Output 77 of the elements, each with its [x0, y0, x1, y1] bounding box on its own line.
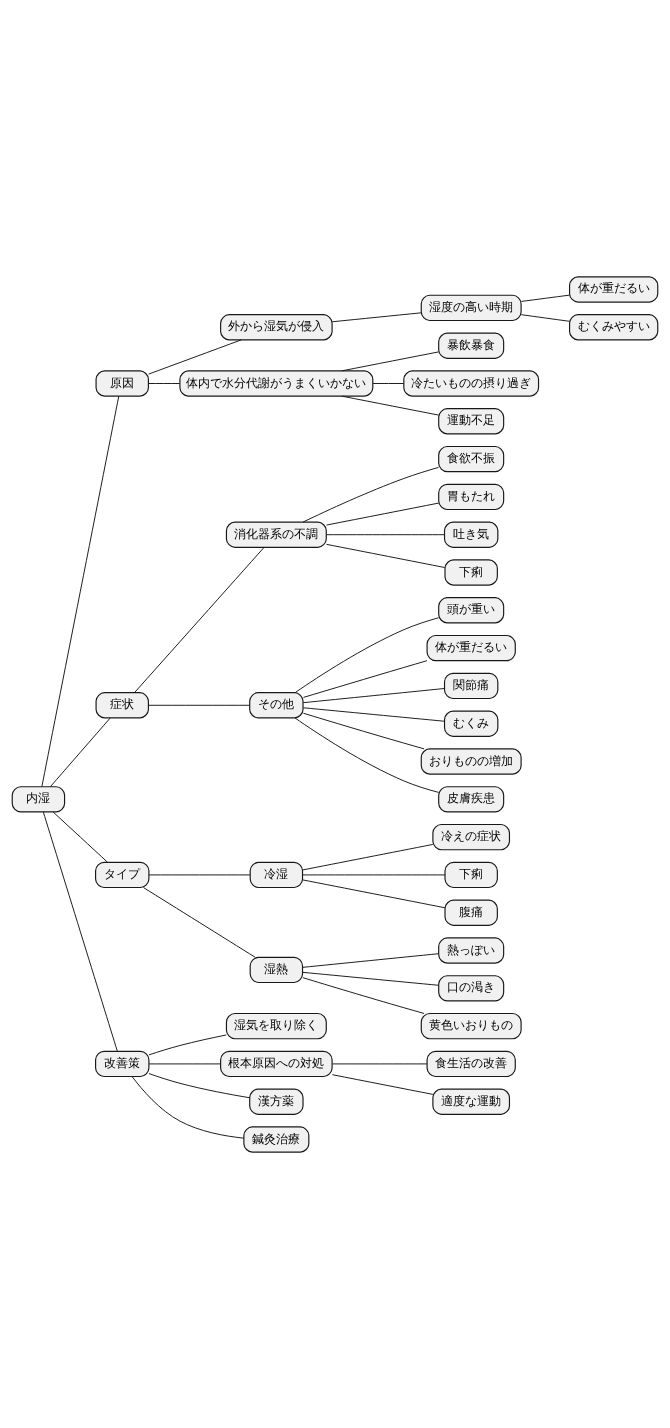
node-box: 漢方薬 — [249, 1088, 304, 1115]
node-box: 冷えの症状 — [432, 823, 511, 850]
node-box: 改善策 — [95, 1050, 150, 1077]
node-box: その他 — [249, 691, 304, 718]
node-box: むくみやすい — [568, 313, 659, 340]
connector — [294, 616, 440, 693]
connector — [302, 843, 434, 870]
node-box: 体内で水分代謝がうまくいかない — [179, 369, 374, 397]
connector — [41, 395, 120, 787]
node-box: 冷湿 — [249, 861, 304, 888]
node-box: 暴飲暴食 — [438, 332, 505, 359]
node-box: 湿気を取り除く — [225, 1012, 327, 1039]
connector — [302, 712, 425, 749]
connector — [148, 1034, 227, 1055]
node-box: おりものの増加 — [420, 747, 522, 775]
node-box: 熱っぽい — [438, 936, 505, 964]
connector — [302, 878, 446, 908]
connector — [302, 976, 425, 1014]
connector — [520, 313, 570, 322]
node-box: 体が重だるい — [426, 634, 516, 661]
node-box: 内湿 — [11, 785, 66, 812]
node-box: 適度な運動 — [432, 1088, 511, 1115]
node-box: 口の渇き — [438, 974, 505, 1001]
connector — [326, 502, 440, 526]
connector — [148, 338, 242, 375]
connector — [302, 687, 445, 703]
connector — [142, 886, 256, 958]
node-box: 皮膚疾患 — [438, 785, 505, 812]
node-box: 湿度の高い時期 — [420, 294, 522, 321]
connector — [302, 706, 445, 722]
connector — [331, 1073, 434, 1095]
connector — [148, 1062, 221, 1064]
connector — [294, 716, 440, 793]
node-box: 体が重だるい — [568, 275, 659, 303]
node-box: 症状 — [95, 691, 149, 718]
connector — [372, 382, 405, 384]
node-box: 食生活の改善 — [426, 1050, 516, 1077]
connector — [341, 350, 439, 371]
connector — [520, 294, 570, 302]
node-box: 腹痛 — [444, 899, 498, 926]
connector — [302, 952, 440, 968]
connector — [326, 533, 445, 535]
connector — [131, 1075, 245, 1139]
connector — [42, 811, 118, 1052]
connector — [331, 311, 422, 322]
node-box: 胃もたれ — [438, 483, 505, 510]
connector — [302, 466, 439, 522]
connector — [341, 395, 439, 416]
node-box: 運動不足 — [438, 407, 505, 434]
connector — [148, 704, 251, 706]
node-box: 冷たいものの摂り過ぎ — [403, 369, 540, 397]
node-box: 原因 — [95, 369, 149, 397]
connector — [303, 659, 428, 698]
node-box: タイプ — [95, 861, 150, 888]
node-box: 食欲不振 — [438, 445, 505, 472]
node-box: 下痢 — [444, 861, 498, 888]
connector — [148, 382, 181, 384]
connector — [49, 717, 111, 787]
node-box: 下痢 — [444, 558, 498, 586]
node-box: 消化器系の不調 — [225, 521, 327, 548]
node-box: 吐き気 — [443, 521, 499, 548]
connector — [52, 811, 109, 863]
connector — [331, 1062, 428, 1064]
node-box: 外から湿気が侵入 — [220, 313, 333, 340]
node-box: 根本原因への対処 — [220, 1050, 333, 1077]
connector — [302, 873, 446, 875]
node-box: 黄色いおりもの — [420, 1012, 522, 1039]
node-box: 頭が重い — [438, 596, 505, 623]
connector — [302, 971, 440, 986]
connector — [134, 546, 265, 693]
connector — [148, 1072, 251, 1098]
connector — [148, 873, 251, 875]
node-box: むくみ — [443, 710, 499, 737]
node-box: 鍼灸治療 — [243, 1125, 310, 1153]
node-box: 湿熱 — [249, 956, 304, 983]
connector — [326, 543, 446, 568]
node-box: 関節痛 — [443, 672, 499, 699]
